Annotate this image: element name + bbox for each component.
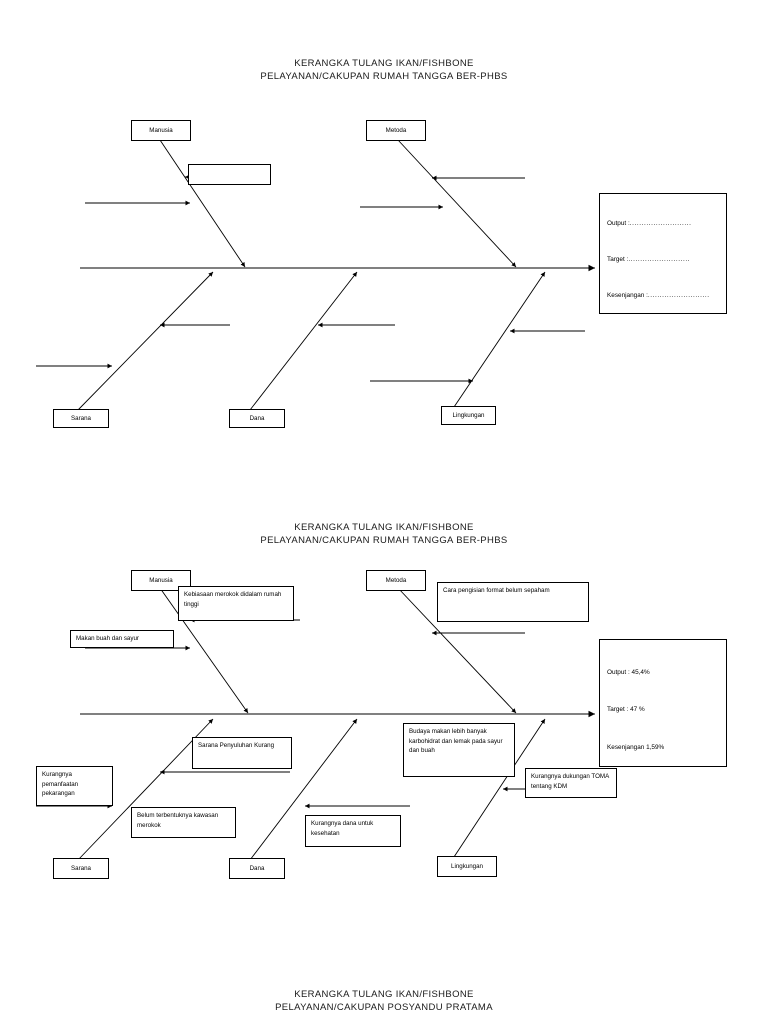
- d1-category-lingkungan[interactable]: Lingkungan: [441, 406, 496, 425]
- d2-category-metoda[interactable]: Metoda: [366, 570, 426, 591]
- d1-category-sarana[interactable]: Sarana: [53, 409, 109, 428]
- d1-title-line1: KERANGKA TULANG IKAN/FISHBONE: [294, 58, 474, 69]
- d2-output-line: Output : 45,4%: [607, 669, 650, 676]
- d2-cause-box-cara-pengisian-format[interactable]: Cara pengisian format belum sepaham: [437, 582, 589, 622]
- d1-category-manusia[interactable]: Manusia: [131, 120, 191, 141]
- d2-title-line1: KERANGKA TULANG IKAN/FISHBONE: [294, 522, 474, 533]
- d2-title-line2: PELAYANAN/CAKUPAN RUMAH TANGGA BER-PHBS: [260, 535, 508, 546]
- d1-category-dana[interactable]: Dana: [229, 409, 285, 428]
- d2-category-lingkungan[interactable]: Lingkungan: [437, 856, 497, 877]
- d2-category-dana[interactable]: Dana: [229, 858, 285, 879]
- d1-title-line2: PELAYANAN/CAKUPAN RUMAH TANGGA BER-PHBS: [260, 71, 508, 82]
- d2-category-manusia[interactable]: Manusia: [131, 570, 191, 591]
- d2-gap-line: Kesenjangan 1,59%: [607, 744, 665, 751]
- d2-cause-box-budaya-makan[interactable]: Budaya makan lebih banyak karbohidrat da…: [403, 723, 515, 777]
- d2-cause-box-pemanfaatan-pekarangan[interactable]: Kurangnya pemanfaatan pekarangan: [36, 766, 113, 806]
- d2-cause-box-sarana-penyuluhan[interactable]: Sarana Penyuluhan Kurang: [192, 737, 292, 769]
- d1-bones: [77, 139, 546, 411]
- d3-title-line1: KERANGKA TULANG IKAN/FISHBONE: [294, 989, 474, 1000]
- d1-cause-box-manusia-1[interactable]: [188, 164, 271, 185]
- d2-cause-box-kawasan-merokok[interactable]: Belum terbentuknya kawasan merokok: [131, 807, 236, 838]
- d2-cause-box-kebiasaan-merokok[interactable]: Kebiasaan merokok didalam rumah tinggi: [178, 586, 294, 621]
- d2-cause-box-makan-buah-sayur[interactable]: Makan buah dan sayur: [70, 630, 174, 648]
- d1-cause-arrows: [36, 174, 585, 384]
- d2-title: KERANGKA TULANG IKAN/FISHBONE PELAYANAN/…: [0, 521, 768, 547]
- d3-title-line2: PELAYANAN/CAKUPAN POSYANDU PRATAMA: [275, 1002, 493, 1013]
- d2-cause-box-dana-kesehatan[interactable]: Kurangnya dana untuk kesehatan: [305, 815, 401, 847]
- d2-target-line: Target : 47 %: [607, 706, 645, 713]
- d3-title: KERANGKA TULANG IKAN/FISHBONE PELAYANAN/…: [0, 988, 768, 1014]
- d1-title: KERANGKA TULANG IKAN/FISHBONE PELAYANAN/…: [0, 57, 768, 83]
- d2-category-sarana[interactable]: Sarana: [53, 858, 109, 879]
- d1-gap-line: Kesenjangan :..........................: [607, 292, 710, 299]
- d1-output-line: Output :..........................: [607, 220, 692, 227]
- d2-cause-box-dukungan-toma[interactable]: Kurangnya dukungan TOMA tentang KDM: [525, 768, 617, 798]
- d2-output-box[interactable]: Output : 45,4% Target : 47 % Kesenjangan…: [599, 639, 727, 767]
- d1-category-metoda[interactable]: Metoda: [366, 120, 426, 141]
- d1-output-box[interactable]: Output :.......................... Targe…: [599, 193, 727, 314]
- d1-target-line: Target :..........................: [607, 256, 691, 263]
